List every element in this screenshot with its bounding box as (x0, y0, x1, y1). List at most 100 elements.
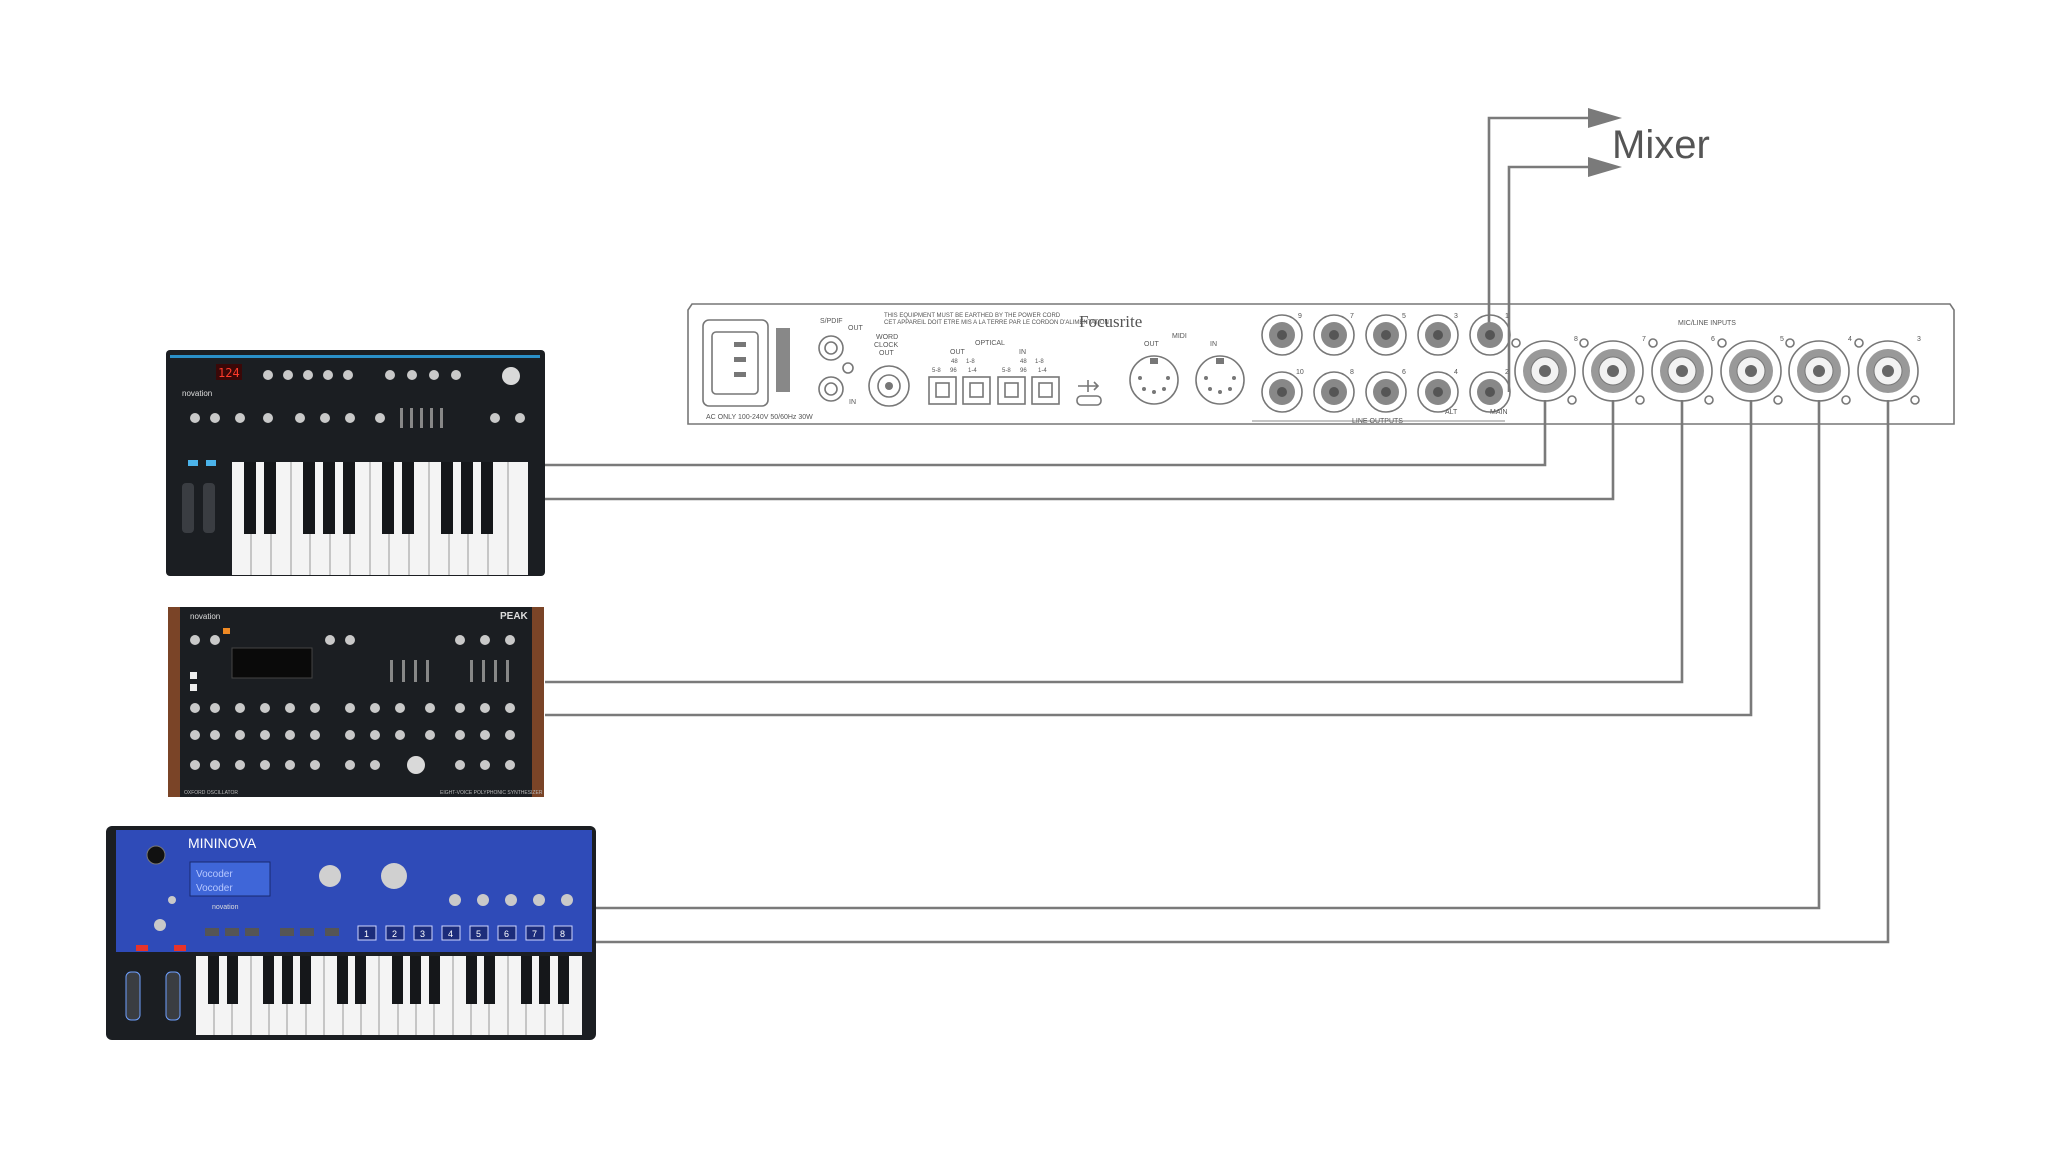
cables (545, 108, 1888, 942)
warning-text-1: THIS EQUIPMENT MUST BE EARTHED BY THE PO… (884, 313, 1061, 319)
alt-label: ALT (1445, 409, 1458, 416)
optical-rate-48: 48 (951, 359, 958, 365)
warning-label (776, 328, 790, 392)
input-6-combo (1649, 339, 1713, 404)
synth-peak: novation PEAK OXFORD OSCILLATOR EIGHT-VO… (168, 607, 544, 797)
input-7-combo (1580, 339, 1644, 404)
mininova-pad-7: 7 (532, 929, 537, 939)
peak-name: PEAK (500, 611, 529, 622)
audio-interface: AC ONLY 100-240V 50/60Hz 30W S/PDIF OUT … (688, 304, 1954, 425)
usb-icon (1078, 380, 1098, 392)
peak-footer-right: EIGHT-VOICE POLYPHONIC SYNTHESIZER (440, 790, 543, 796)
line-out-num-1: 1 (1505, 313, 1509, 320)
bass-station-keyboard (232, 462, 528, 575)
peak-wood-right (532, 607, 544, 797)
mininova-pad-3: 3 (420, 929, 425, 939)
usb-port (1077, 396, 1101, 405)
spdif-out-port (819, 336, 843, 360)
optical-sub-96-in: 96 (1020, 368, 1027, 374)
input-4-combo (1786, 339, 1850, 404)
input-3-combo (1855, 339, 1919, 404)
mininova-pad-8: 8 (560, 929, 565, 939)
line-out-num-7: 7 (1350, 313, 1354, 320)
input-num-4: 4 (1848, 336, 1852, 343)
synth-bass-station: 124 novation (166, 350, 545, 576)
input-num-6: 6 (1711, 336, 1715, 343)
mininova-pad-2: 2 (392, 929, 397, 939)
optical-sub-1-4: 1-4 (968, 368, 977, 374)
word-clock-label-3: OUT (879, 350, 895, 357)
optical-ports (929, 377, 1059, 404)
mic-line-inputs-label: MIC/LINE INPUTS (1678, 320, 1736, 327)
optical-rate-1-8-in: 1-8 (1035, 359, 1044, 365)
cable-peak-to-input-6 (545, 400, 1682, 682)
interface-brand: Focusrite (1079, 312, 1142, 331)
peak-body (180, 607, 532, 797)
optical-sub-5-8-in: 5-8 (1002, 368, 1011, 374)
line-out-num-6: 6 (1402, 369, 1406, 376)
mininova-display-line-2: Vocoder (196, 883, 233, 894)
midi-out-port (1130, 356, 1178, 404)
main-label: MAIN (1490, 409, 1508, 416)
mininova-filter-knob (381, 863, 407, 889)
optical-label: OPTICAL (975, 340, 1005, 347)
word-clock-label-1: WORD (876, 334, 898, 341)
optical-rate-48-in: 48 (1020, 359, 1027, 365)
synth-mininova: MININOVA Vocoder Vocoder novation 1 2 (106, 826, 596, 1040)
optical-sub-96: 96 (950, 368, 957, 374)
peak-display (232, 648, 312, 678)
main-out-2-jack (1470, 372, 1510, 412)
line-output-jacks (1262, 315, 1510, 412)
line-out-num-10: 10 (1296, 369, 1304, 376)
bass-station-display-text: 124 (218, 366, 240, 380)
cable-peak-to-input-5 (545, 400, 1751, 715)
line-outputs-label: LINE OUTPUTS (1352, 418, 1403, 425)
cable-main-out-1-to-mixer (1489, 118, 1588, 335)
bass-station-mod-wheel (203, 483, 215, 533)
mininova-pad-4: 4 (448, 929, 453, 939)
midi-out-label: OUT (1144, 341, 1160, 348)
cable-mininova-to-input-3 (596, 400, 1888, 942)
peak-brand: novation (190, 612, 220, 621)
mininova-pad-1: 1 (364, 929, 369, 939)
midi-in-label: IN (1210, 341, 1217, 348)
mininova-mod-wheel (166, 972, 180, 1020)
optical-sub-1-4-in: 1-4 (1038, 368, 1047, 374)
input-num-8: 8 (1574, 336, 1578, 343)
bass-station-brand: novation (182, 389, 212, 398)
line-out-num-9: 9 (1298, 313, 1302, 320)
bass-station-filter-knob (502, 367, 520, 385)
mininova-pad-5: 5 (476, 929, 481, 939)
line-out-num-5: 5 (1402, 313, 1406, 320)
mininova-pad-6: 6 (504, 929, 509, 939)
spdif-label: S/PDIF (820, 318, 843, 325)
optical-out-label: OUT (950, 349, 966, 356)
optical-in-label: IN (1019, 349, 1026, 356)
spdif-in-label: IN (849, 399, 856, 406)
cable-mininova-to-input-4 (596, 400, 1819, 908)
spdif-out-label: OUT (848, 325, 864, 332)
input-num-7: 7 (1642, 336, 1646, 343)
optical-sub-5-8: 5-8 (932, 368, 941, 374)
mininova-brand: novation (212, 904, 239, 911)
line-out-num-2: 2 (1505, 369, 1509, 376)
bass-station-pitch-wheel (182, 483, 194, 533)
input-5-combo (1718, 339, 1782, 404)
line-out-num-3: 3 (1454, 313, 1458, 320)
input-num-5: 5 (1780, 336, 1784, 343)
line-out-num-8: 8 (1350, 369, 1354, 376)
word-clock-label-2: CLOCK (874, 342, 898, 349)
midi-in-port (1196, 356, 1244, 404)
input-8-combo (1512, 339, 1576, 404)
mixer-label: Mixer (1612, 123, 1710, 167)
peak-footer-left: OXFORD OSCILLATOR (184, 790, 238, 796)
spdif-in-port (819, 377, 843, 401)
optical-rate-1-8: 1-8 (966, 359, 975, 365)
peak-wood-left (168, 607, 180, 797)
mininova-keyboard (196, 956, 582, 1035)
peak-filter-knob (407, 756, 425, 774)
warning-text-2: CET APPAREIL DOIT ETRE MIS A LA TERRE PA… (884, 320, 1109, 326)
mininova-pitch-wheel (126, 972, 140, 1020)
mic-line-inputs (1512, 339, 1919, 404)
